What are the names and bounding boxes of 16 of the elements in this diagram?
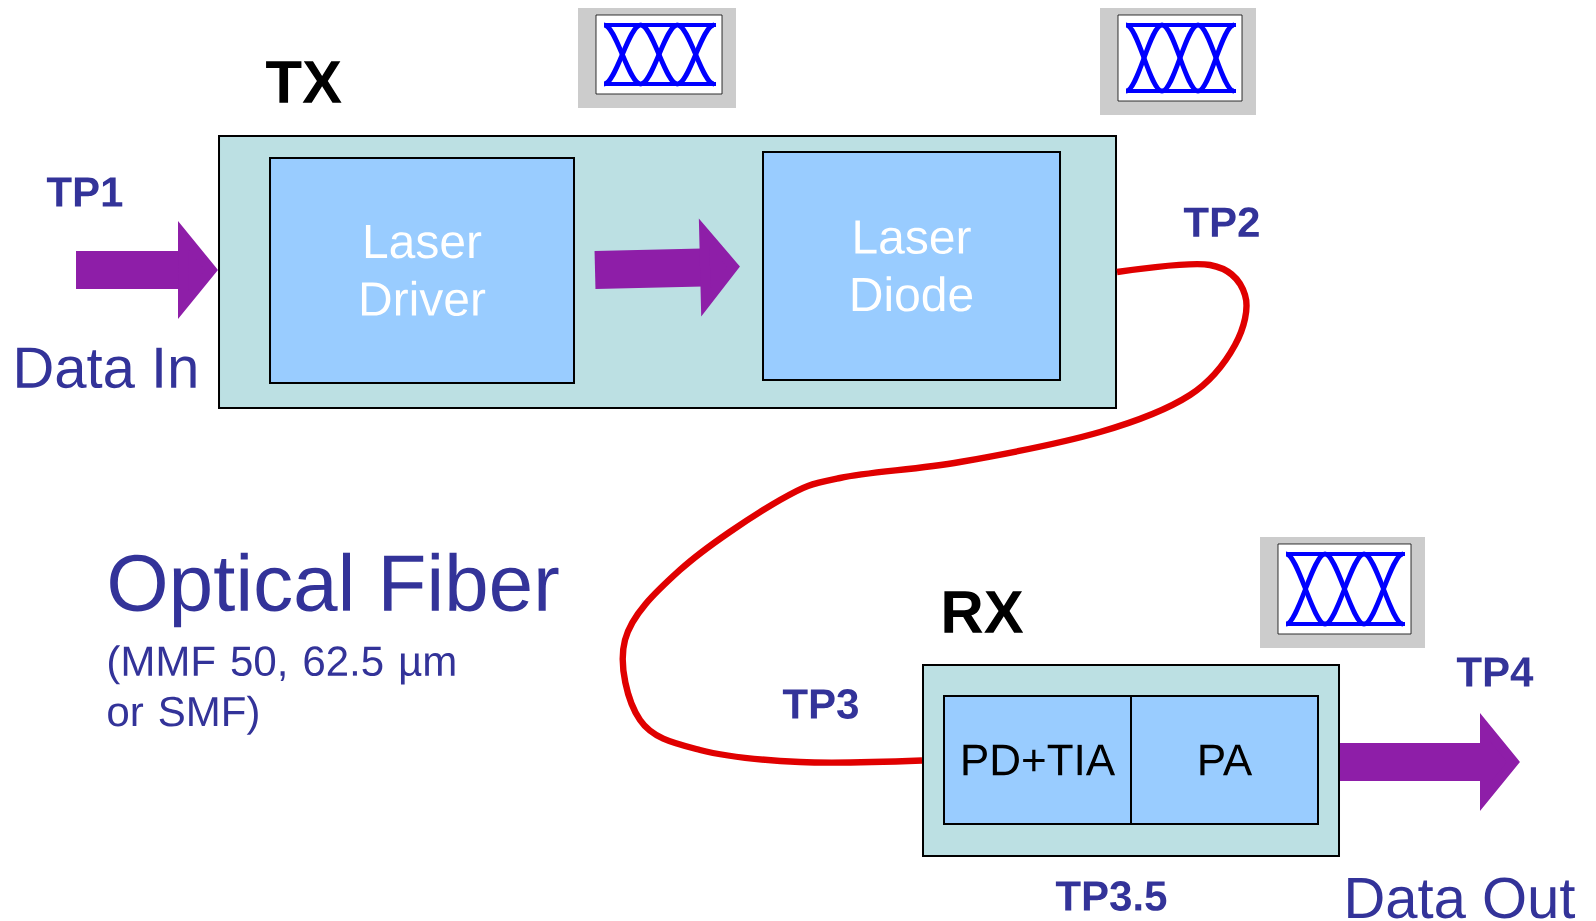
test-point-label: TP2 bbox=[1183, 207, 1259, 237]
block-box: Laser Diode bbox=[762, 151, 1061, 381]
module-heading: RX bbox=[944, 591, 1024, 633]
module-heading: TX bbox=[266, 61, 342, 103]
test-point-label: TP3 bbox=[782, 689, 858, 719]
block-box: PA bbox=[1130, 695, 1319, 825]
text-label: Optical Fiber bbox=[110, 552, 559, 628]
block-box: Laser Driver bbox=[269, 157, 575, 384]
block-box: PD+TIA bbox=[943, 695, 1132, 825]
test-point-label: TP1 bbox=[46, 177, 123, 207]
text-label: (MMF 50, 62.5 µm or SMF) bbox=[108, 645, 455, 735]
fiber-line bbox=[619, 261, 1250, 766]
text-label: Data In bbox=[17, 347, 196, 389]
text-label: Data Out bbox=[1348, 877, 1575, 919]
test-point-label: TP4 bbox=[1456, 657, 1534, 687]
test-point-label: TP3.5 bbox=[1055, 881, 1167, 911]
